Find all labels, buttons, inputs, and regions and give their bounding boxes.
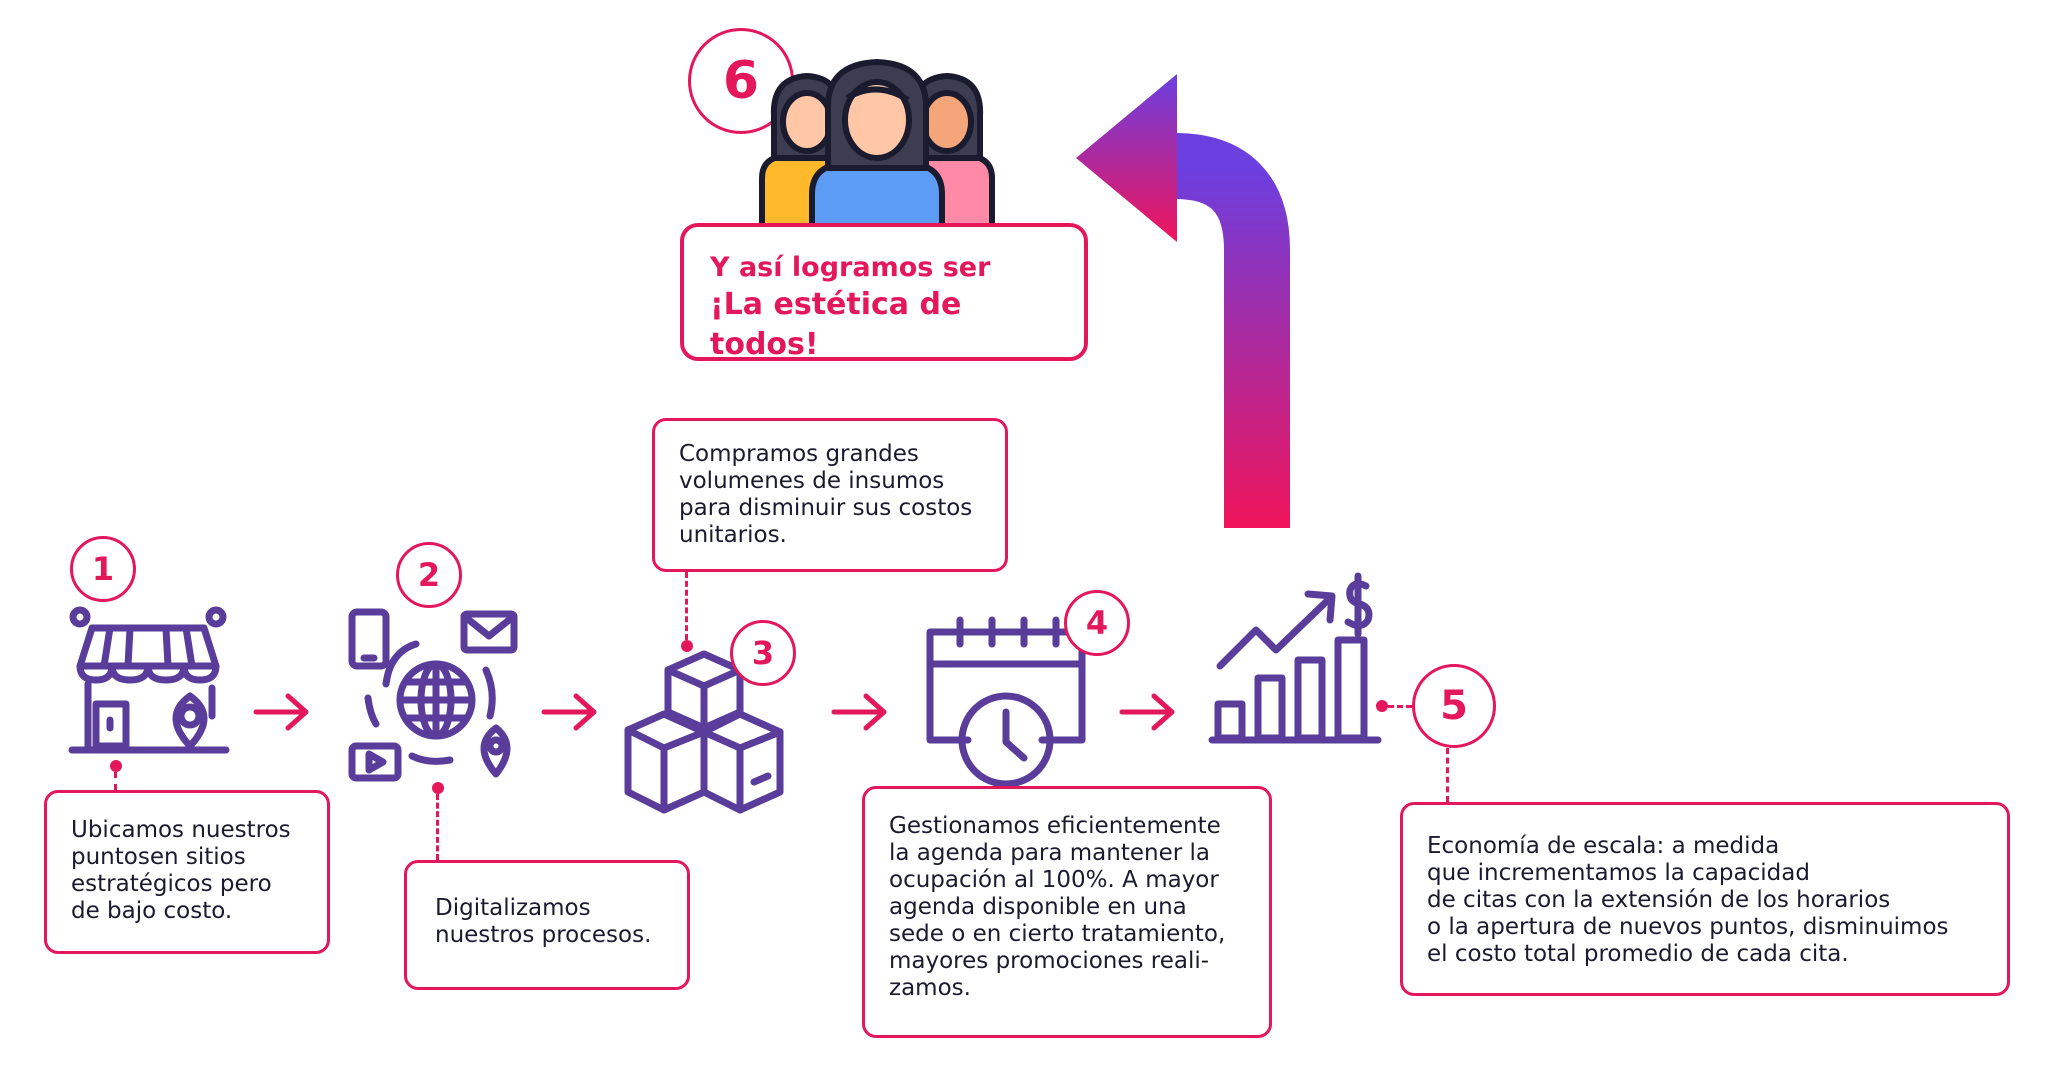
arrow-right-icon [541, 693, 597, 731]
tagline-line-1: Y así logramos ser [710, 252, 991, 283]
leader-line-3 [685, 572, 688, 640]
step-number-5: 5 [1412, 664, 1496, 748]
group-women-icon [759, 59, 995, 251]
digital-network-icon [348, 608, 518, 782]
growth-chart-icon [1208, 572, 1382, 744]
calendar-clock-icon [926, 616, 1086, 788]
step-2-box: Digitalizamos nuestros procesos. [404, 860, 690, 990]
leader-dot-1 [110, 760, 122, 772]
leader-line-1 [114, 772, 117, 790]
step-5-box: Economía de escala: a medida que increme… [1400, 802, 2010, 996]
tagline-line-2: ¡La estética de todos! [710, 287, 962, 362]
leader-dot-3 [681, 640, 693, 652]
leader-dot-5 [1376, 700, 1388, 712]
tagline-box: Y así logramos ser ¡La estética de todos… [680, 223, 1088, 362]
leader-dot-2 [432, 782, 444, 794]
leader-line-2 [436, 794, 439, 860]
step-number-1: 1 [70, 536, 136, 602]
arrow-right-icon [1119, 693, 1175, 731]
step-1-box: Ubicamos nuestros puntosen sitios estrat… [44, 790, 330, 954]
step-number-4: 4 [1064, 590, 1130, 656]
leader-line-5b [1446, 748, 1449, 802]
boxes-icon [624, 650, 784, 814]
step-number-3: 3 [730, 620, 796, 686]
step-number-2: 2 [396, 542, 462, 608]
return-arrow-icon [1076, 74, 1290, 528]
arrow-right-icon [831, 693, 887, 731]
step-3-box: Compramos grandes volumenes de insumos p… [652, 418, 1008, 572]
step-4-box: Gestionamos eficientemente la agenda par… [862, 786, 1272, 1038]
arrow-right-icon [253, 693, 309, 731]
storefront-icon [68, 606, 230, 754]
step-number-6: 6 [688, 28, 794, 134]
leader-line-5 [1388, 705, 1412, 708]
